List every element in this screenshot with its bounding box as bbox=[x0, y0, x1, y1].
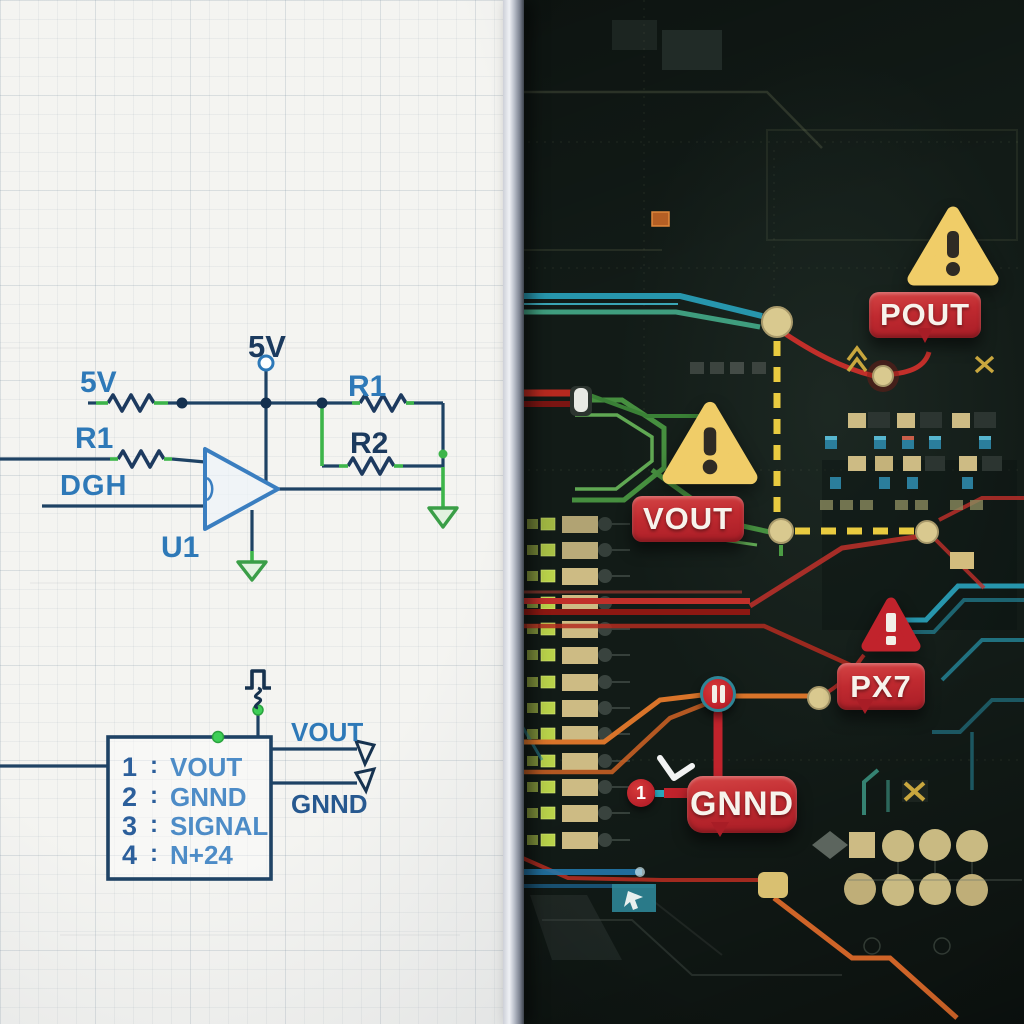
resistor-r1-supply bbox=[106, 393, 156, 413]
orange-component bbox=[651, 211, 670, 227]
badge-label: POUT bbox=[879, 297, 971, 332]
red-band bbox=[512, 386, 592, 416]
white-led-component bbox=[574, 388, 588, 412]
label-supply-left: 5V bbox=[80, 366, 117, 399]
warning-badge-gnnd[interactable]: GNND bbox=[687, 776, 797, 837]
pin-name: GNND bbox=[170, 782, 247, 812]
warning-badge-px7[interactable]: PX7 bbox=[837, 663, 925, 714]
badge-label: VOUT bbox=[642, 501, 734, 536]
resistor-r2 bbox=[346, 456, 396, 476]
warning-triangle-icon[interactable] bbox=[905, 203, 1001, 289]
opamp-symbol bbox=[203, 447, 280, 531]
count-marker[interactable]: 1 bbox=[627, 779, 655, 807]
dashed-highlight-path bbox=[773, 341, 914, 535]
resistor-r1-input bbox=[116, 449, 166, 469]
resistor-bodies bbox=[106, 393, 408, 476]
label-output-vout: VOUT bbox=[291, 717, 363, 747]
pin-name: VOUT bbox=[170, 752, 242, 782]
via-nodes bbox=[761, 306, 939, 710]
gold-chevron-icon bbox=[846, 345, 868, 373]
cursor-arrow-icon bbox=[624, 891, 643, 910]
warning-badge-pout[interactable]: POUT bbox=[869, 292, 981, 338]
pin-colon: : bbox=[150, 752, 158, 779]
badge-label: PX7 bbox=[850, 668, 912, 704]
connector-pin-list: 1 : VOUT 2 : GNND 3 : SIGNAL 4 : N+24 bbox=[122, 752, 268, 870]
label-resistor-r2: R2 bbox=[350, 427, 388, 460]
ground-symbols bbox=[236, 506, 459, 582]
count-value: 1 bbox=[635, 782, 646, 803]
pin-connector-icon bbox=[353, 766, 377, 795]
gold-x-icon bbox=[974, 355, 995, 374]
green-leads bbox=[96, 401, 445, 562]
panel-divider bbox=[503, 0, 524, 1024]
pin-number: 2 bbox=[122, 782, 137, 812]
label-resistor-feedback: R1 bbox=[348, 370, 386, 403]
pin-colon: : bbox=[150, 840, 158, 867]
pin-connector-icon bbox=[353, 738, 377, 768]
pad-column bbox=[520, 515, 631, 850]
pcb-panel: POUT VOUT PX7 1 bbox=[512, 0, 1024, 1024]
pin-number: 1 bbox=[122, 752, 137, 782]
label-opamp-ref: U1 bbox=[161, 531, 199, 564]
teal-traces-top bbox=[512, 293, 763, 330]
warning-triangle-icon[interactable] bbox=[660, 398, 760, 488]
no-entry-icon[interactable] bbox=[700, 676, 736, 712]
ground-symbol-opamp bbox=[236, 560, 268, 582]
net-dot-icon bbox=[211, 730, 225, 744]
schematic-drawing: 5V 5V R1 DGH U1 R1 R2 VOUT GNND 1 : VOUT… bbox=[0, 329, 505, 936]
bottom-left-traces bbox=[512, 867, 656, 912]
label-input-signal: DGH bbox=[60, 470, 127, 502]
schematic-panel: 5V 5V R1 DGH U1 R1 R2 VOUT GNND 1 : VOUT… bbox=[0, 0, 505, 1024]
badge-label: GNND bbox=[689, 785, 795, 823]
pin-colon: : bbox=[150, 782, 158, 809]
label-output-gnnd: GNND bbox=[291, 789, 368, 819]
alert-triangle-icon[interactable] bbox=[860, 594, 922, 658]
ground-symbol-right bbox=[427, 506, 459, 529]
diamond-pad bbox=[812, 831, 848, 859]
pencil-lines bbox=[0, 347, 505, 936]
green-junction-dot bbox=[438, 449, 448, 459]
junction-dots bbox=[176, 397, 328, 409]
noise-squiggle-icon bbox=[253, 686, 263, 710]
pcb-artwork bbox=[512, 0, 1024, 1020]
pulse-icon bbox=[245, 669, 271, 690]
pin-number: 4 bbox=[122, 840, 137, 870]
supply-terminal-icon bbox=[257, 354, 275, 372]
bottom-right-pads bbox=[758, 829, 1022, 955]
gold-x-icon bbox=[903, 781, 926, 802]
warning-badge-vout[interactable]: VOUT bbox=[632, 496, 744, 542]
gold-marks bbox=[846, 345, 995, 802]
resistor-r1-feedback bbox=[358, 393, 408, 413]
leader-swoosh bbox=[657, 755, 695, 781]
red-traces bbox=[517, 533, 923, 882]
connector-block bbox=[106, 669, 377, 881]
count-connector bbox=[655, 788, 692, 798]
label-resistor-left: R1 bbox=[75, 422, 113, 455]
pin-name: N+24 bbox=[170, 840, 233, 870]
pin-name: SIGNAL bbox=[170, 811, 268, 841]
blue-capacitors bbox=[825, 436, 991, 449]
component-grid bbox=[690, 362, 1002, 569]
label-supply-top: 5V bbox=[248, 329, 286, 364]
pin-number: 3 bbox=[122, 811, 137, 841]
pin-colon: : bbox=[150, 811, 158, 838]
